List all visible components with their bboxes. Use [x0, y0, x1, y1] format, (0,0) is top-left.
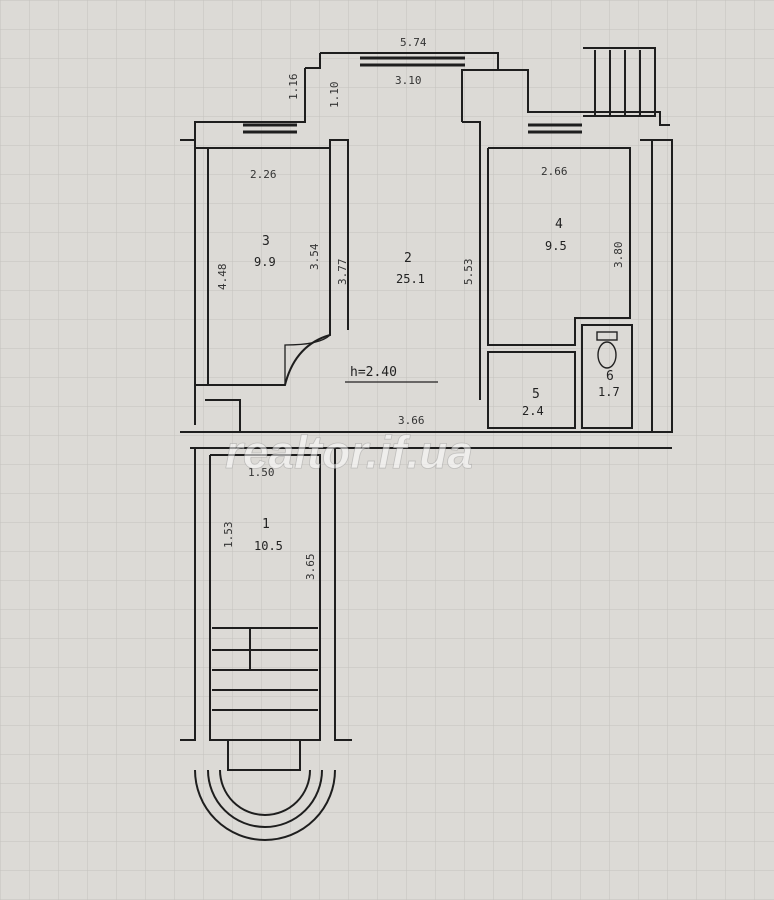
room5-number: 5	[532, 387, 540, 402]
dim-room2-left: 3.77	[336, 259, 349, 286]
room-labels: 3 9.9 2 25.1 4 9.5 5 2.4 6 1.7 1 10.5 h=…	[254, 217, 620, 553]
room6-number: 6	[606, 369, 614, 384]
dim-room3-left: 4.48	[216, 264, 229, 291]
dim-top-left-inner: 1.10	[328, 82, 341, 109]
toilet-icon	[596, 331, 618, 369]
dim-room1-width: 1.50	[248, 466, 275, 479]
dim-room4-width: 2.66	[541, 165, 568, 178]
room4-number: 4	[555, 217, 563, 232]
dim-room1-left: 1.53	[222, 522, 235, 549]
dim-top-inner: 3.10	[395, 74, 422, 87]
dim-top-outer: 5.74	[400, 36, 427, 49]
dim-room3-width: 2.26	[250, 168, 277, 181]
room2-area: 25.1	[396, 272, 425, 286]
walls	[180, 47, 673, 841]
dim-room4-right: 3.80	[612, 242, 625, 269]
dim-bottom-hall: 3.66	[398, 414, 425, 427]
room5-area: 2.4	[522, 404, 544, 418]
room4-area: 9.5	[545, 239, 567, 253]
dimension-labels: 5.74 3.10 1.16 1.10 2.26 4.48 3.54 3.77 …	[216, 36, 625, 580]
room2-number: 2	[404, 251, 412, 266]
dim-room2-right: 5.53	[462, 259, 475, 286]
watermark: realtor.if.ua	[225, 426, 473, 478]
room1-number: 1	[262, 517, 270, 532]
room1-area: 10.5	[254, 539, 283, 553]
ceiling-height-label: h=2.40	[350, 365, 397, 380]
windows	[243, 56, 582, 134]
room6-area: 1.7	[598, 385, 620, 399]
dim-room1-right: 3.65	[304, 554, 317, 581]
room3-area: 9.9	[254, 255, 276, 269]
dim-room3-right: 3.54	[308, 243, 321, 270]
room3-number: 3	[262, 234, 270, 249]
dim-top-left-outer: 1.16	[287, 74, 300, 101]
